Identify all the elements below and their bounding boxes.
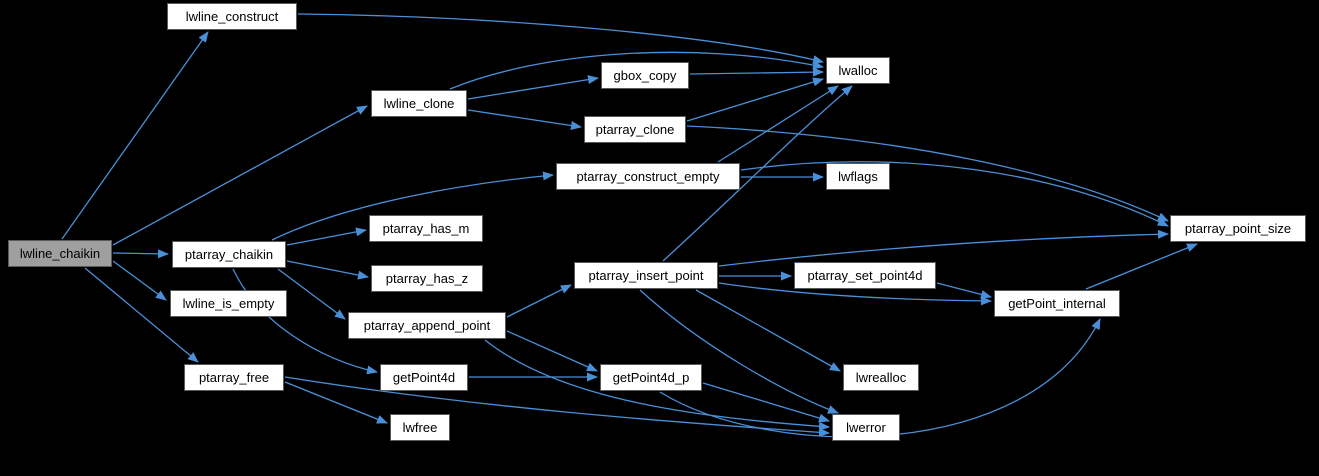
node-lwerror[interactable]: lwerror (832, 414, 900, 441)
node-ptarray_has_z[interactable]: ptarray_has_z (371, 265, 483, 292)
node-gbox_copy[interactable]: gbox_copy (601, 62, 689, 89)
node-ptarray_has_m[interactable]: ptarray_has_m (369, 215, 483, 242)
node-ptarray_point_size[interactable]: ptarray_point_size (1170, 215, 1306, 242)
node-lwline_construct[interactable]: lwline_construct (167, 3, 297, 30)
node-getPoint4d[interactable]: getPoint4d (380, 364, 468, 391)
node-ptarray_clone[interactable]: ptarray_clone (584, 116, 686, 143)
node-lwline_is_empty[interactable]: lwline_is_empty (170, 290, 287, 317)
node-ptarray_construct_empty[interactable]: ptarray_construct_empty (556, 163, 740, 190)
node-ptarray_free[interactable]: ptarray_free (184, 364, 284, 391)
node-getPoint4d_p[interactable]: getPoint4d_p (600, 364, 702, 391)
node-ptarray_chaikin[interactable]: ptarray_chaikin (172, 241, 286, 268)
node-lwrealloc[interactable]: lwrealloc (843, 364, 919, 391)
node-lwfree[interactable]: lwfree (390, 414, 450, 441)
node-lwline_clone[interactable]: lwline_clone (371, 90, 467, 117)
node-ptarray_append_point[interactable]: ptarray_append_point (348, 312, 506, 339)
node-ptarray_set_point4d[interactable]: ptarray_set_point4d (794, 262, 936, 289)
node-getPoint_internal[interactable]: getPoint_internal (994, 290, 1120, 317)
node-lwline_chaikin[interactable]: lwline_chaikin (8, 240, 112, 267)
node-ptarray_insert_point[interactable]: ptarray_insert_point (574, 262, 718, 289)
node-lwalloc[interactable]: lwalloc (826, 57, 890, 84)
node-lwflags[interactable]: lwflags (826, 163, 890, 190)
